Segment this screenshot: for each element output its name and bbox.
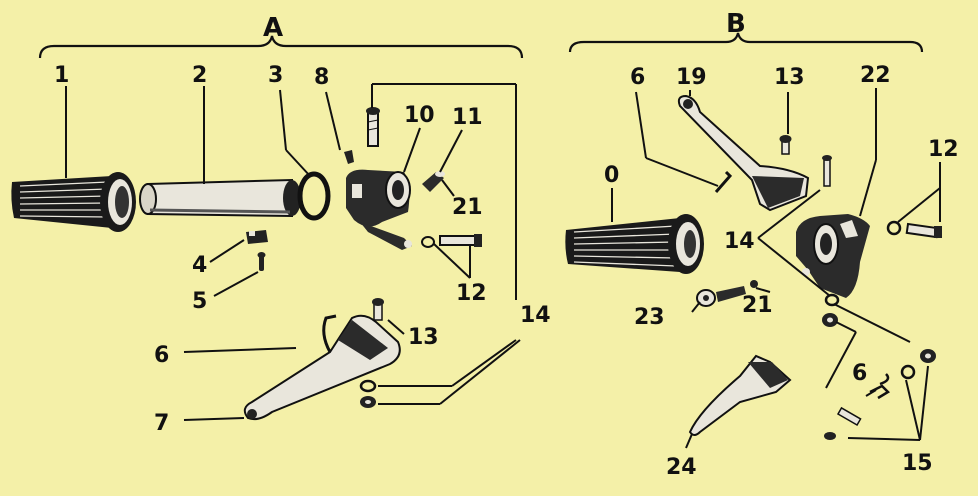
grip-b — [565, 214, 704, 274]
label-a-5: 5 — [192, 289, 207, 314]
label-b-12: 12 — [928, 137, 959, 162]
pivot-pin-b — [822, 155, 832, 187]
label-a-10: 10 — [404, 103, 435, 128]
label-b-0: 0 — [604, 163, 619, 188]
label-b-6: 6 — [630, 65, 645, 90]
long-bolt — [824, 406, 862, 440]
group-b-label: B — [726, 9, 746, 39]
lever-24 — [688, 354, 792, 436]
label-a-3: 3 — [268, 63, 283, 88]
label-b-15: 15 — [902, 451, 933, 476]
ring-washer — [297, 171, 331, 221]
lever-b — [677, 94, 810, 212]
group-a-label: A — [263, 13, 283, 43]
small-pin — [257, 252, 266, 271]
label-b-22: 22 — [860, 63, 891, 88]
twist-tube — [139, 178, 301, 218]
label-a-2: 2 — [192, 63, 207, 88]
nut-washer-a — [359, 379, 377, 408]
label-b-23: 23 — [634, 305, 665, 330]
return-spring-a — [322, 314, 337, 353]
labels-b: 6 19 13 22 0 12 14 23 21 6 24 15 — [604, 63, 959, 480]
leaders-b — [611, 88, 941, 449]
control-housing-b — [796, 214, 870, 298]
label-a-7: 7 — [154, 411, 169, 436]
label-b-21: 21 — [742, 293, 773, 318]
label-b-13: 13 — [774, 65, 805, 90]
bracket-a — [38, 35, 524, 59]
label-a-8: 8 — [314, 65, 329, 90]
cable-adjuster — [422, 171, 445, 192]
pivot-bolt-b — [886, 220, 942, 239]
label-a-12: 12 — [456, 281, 487, 306]
return-spring-b — [714, 170, 733, 193]
label-a-6: 6 — [154, 343, 169, 368]
pivot-bolt-a — [421, 234, 482, 248]
label-a-1: 1 — [54, 63, 69, 88]
label-a-21: 21 — [452, 195, 483, 220]
small-screw-8 — [344, 150, 354, 164]
leaders-a — [65, 83, 521, 421]
label-b-19: 19 — [676, 65, 707, 90]
labels-a: 1 2 3 8 10 11 21 4 5 12 14 13 6 7 — [54, 63, 551, 436]
lever-screw-b — [779, 135, 792, 155]
cable-block — [246, 230, 268, 244]
lever-screw-a — [372, 298, 384, 321]
label-b-14: 14 — [724, 229, 755, 254]
label-a-11: 11 — [452, 105, 483, 130]
return-spring-b-lower — [869, 373, 891, 400]
nuts-15 — [900, 349, 936, 380]
label-b-6b: 6 — [852, 361, 867, 386]
label-a-4: 4 — [192, 253, 207, 278]
clamp-bolt — [366, 107, 380, 147]
nut-washer-b — [822, 293, 840, 327]
label-a-13: 13 — [408, 325, 439, 350]
cable-adjuster-b — [696, 280, 758, 307]
lever-a — [243, 314, 401, 421]
control-housing-a — [346, 169, 412, 250]
grip-a — [11, 172, 136, 232]
label-a-14: 14 — [520, 303, 551, 328]
bracket-b — [568, 32, 924, 53]
label-b-24: 24 — [666, 455, 697, 480]
